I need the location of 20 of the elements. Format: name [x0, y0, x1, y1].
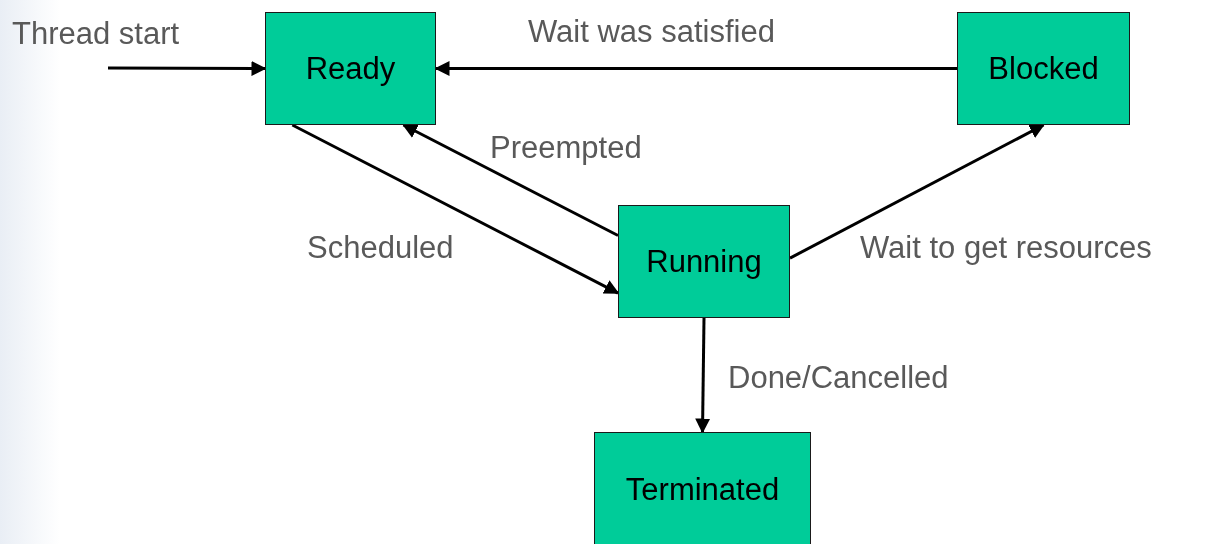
arrow [434, 61, 957, 76]
state-box [957, 12, 1130, 125]
state-name: Ready [305, 50, 396, 87]
arrow [402, 123, 619, 237]
edge-label: Thread start [12, 16, 180, 52]
edge-label: Done/Cancelled [728, 360, 949, 396]
edge-label: Preempted [490, 130, 642, 166]
state-box [594, 432, 811, 544]
arrow [108, 60, 267, 76]
arrow [291, 123, 620, 295]
edge-label: Wait to get resources [860, 230, 1152, 266]
arrow [695, 317, 711, 434]
state-box [265, 12, 436, 125]
edge-label: Wait was satisfied [528, 14, 775, 50]
state-name: Running [646, 243, 762, 280]
arrow [789, 123, 1045, 260]
state-name: Blocked [988, 50, 1099, 87]
state-name: Terminated [625, 472, 780, 508]
edge-label: Scheduled [307, 230, 454, 266]
state-box [618, 205, 790, 318]
